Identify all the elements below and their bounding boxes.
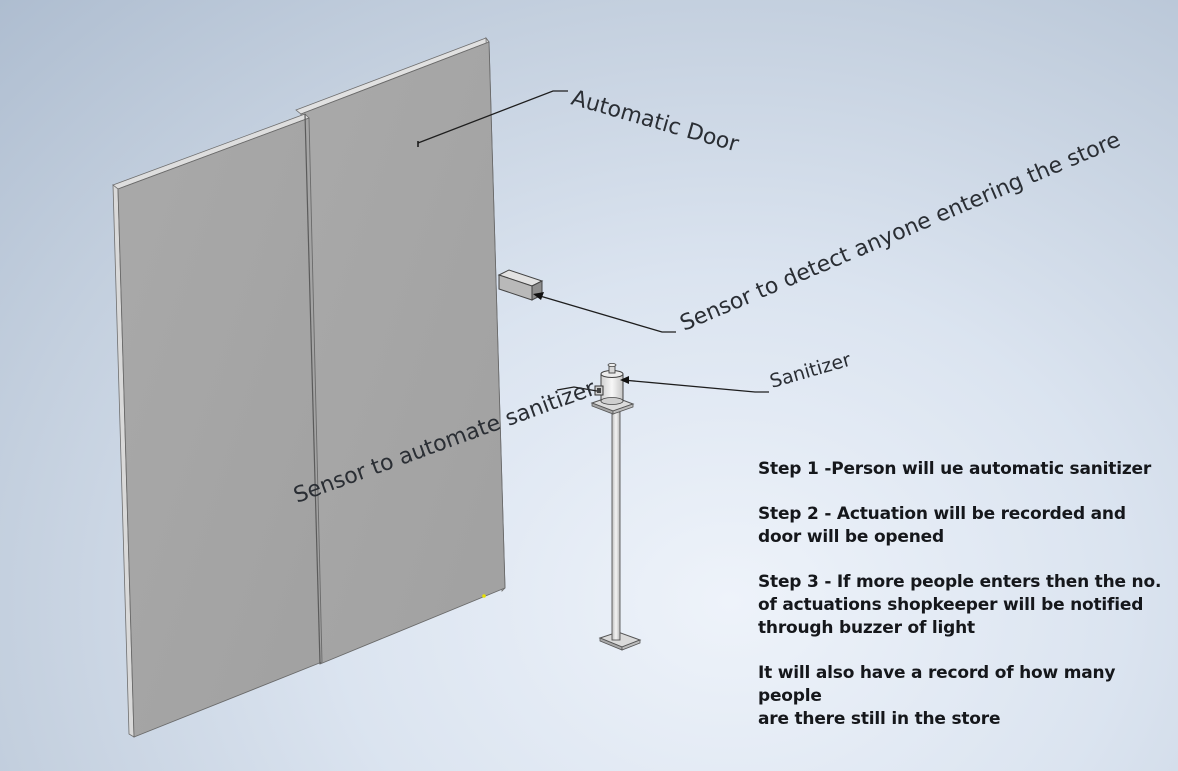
leader-sanitizer <box>620 376 769 393</box>
leader-entry-sensor <box>533 292 676 333</box>
automatic-door-rear-panel <box>295 36 506 665</box>
label-automatic-door: Automatic Door <box>568 86 742 158</box>
leader-sanitizer-sensor <box>556 386 598 392</box>
label-entry-sensor: Sensor to detect anyone entering the sto… <box>677 128 1125 337</box>
automatic-door-front-panel <box>112 113 323 738</box>
leader-automatic-door <box>417 90 568 147</box>
step-2-text: Step 2 - Actuation will be recorded and … <box>758 504 1126 547</box>
sanitizer-dispenser <box>600 362 624 405</box>
door-marker-dot <box>482 594 486 598</box>
steps-list: Step 1 -Person will ue automatic sanitiz… <box>758 458 1168 753</box>
label-sanitizer: Sanitizer <box>767 349 853 393</box>
step-1-text: Step 1 -Person will ue automatic sanitiz… <box>758 459 1152 479</box>
stand-pole <box>611 411 621 641</box>
step-3-text: Step 3 - If more people enters then the … <box>758 572 1162 638</box>
sanitizer-stand <box>590 362 642 651</box>
record-note-text: It will also have a record of how many p… <box>758 663 1116 729</box>
